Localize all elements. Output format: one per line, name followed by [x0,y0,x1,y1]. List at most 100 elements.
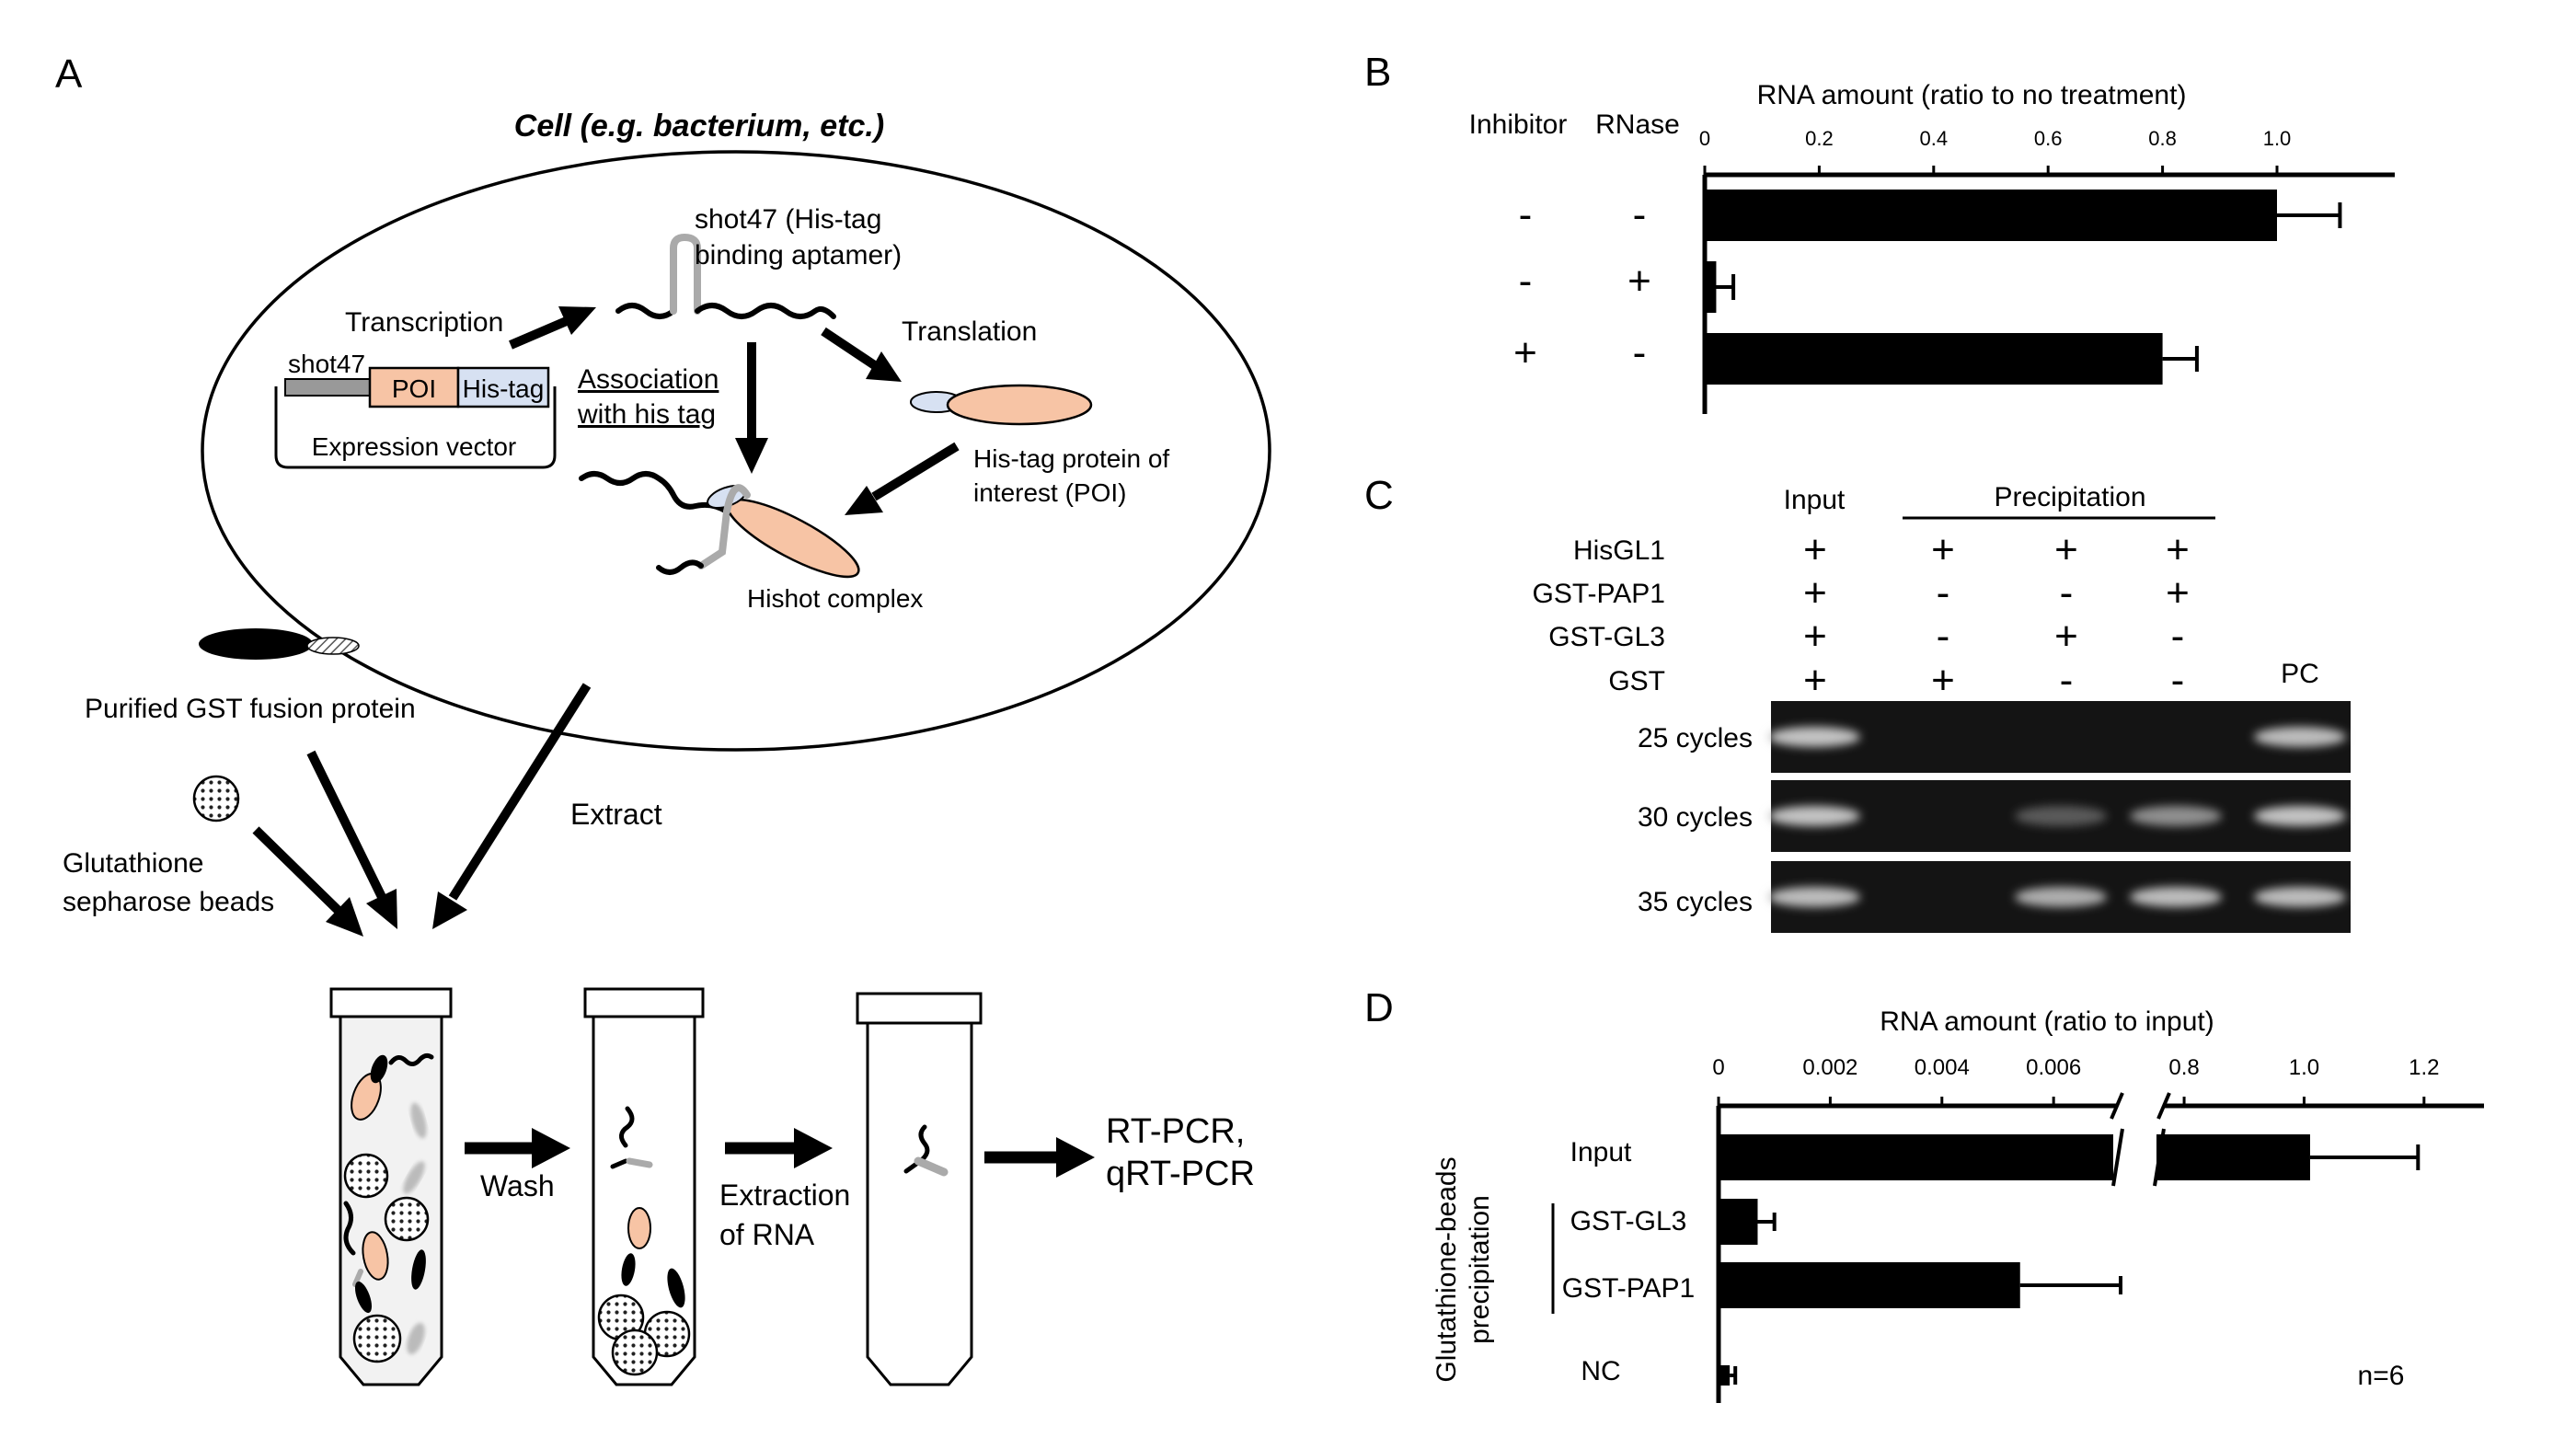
vector-shot47-label: shot47 [288,350,365,378]
tube-mixture-icon [329,987,453,1386]
chart-b-bar [1705,261,1717,313]
transcription-arrow-icon [509,306,596,350]
gel-band [1768,727,1860,747]
gel-35-cycles-label: 35 cycles [1638,887,1753,917]
row-hisgl1-label: HisGL1 [1573,535,1665,566]
tube-washed-icon [583,987,705,1386]
panel-a-label: A [55,52,83,97]
vector-his-label: His-tag [463,374,545,403]
aptamer-rna-icon [615,233,836,319]
sign-gst-pap1-input: + [1803,570,1827,615]
pc-lane-label: PC [2281,659,2319,689]
chart-d-tick-label: 1.2 [2409,1055,2439,1080]
aptamer-label-2: binding aptamer) [695,240,902,270]
binding-arrow-icon [845,442,960,515]
cell-title: Cell (e.g. bacterium, etc.) [514,109,884,144]
panel-b-label: B [1364,50,1391,95]
gst-protein-label: Purified GST fusion protein [85,694,416,724]
cell-boundary [201,150,1271,752]
gel-band [2254,887,2346,907]
chart-b-tick-label: 1.0 [2263,127,2292,150]
row3-rnase-sign: - [1633,330,1647,375]
panel-d-label: D [1364,985,1394,1030]
mixing-arrows-icon [252,683,592,937]
sign-gst-gl3-input: + [1803,614,1827,659]
beads-label-1: Glutathione [63,848,203,879]
gel-band [2015,887,2107,907]
chart-d-tick-label: 0.004 [1915,1055,1970,1080]
row3-inhibitor-sign: + [1513,330,1537,375]
tube-rna-icon [856,992,983,1386]
sign-gst-lane3: - [2060,658,2074,703]
gel-band [2254,727,2346,747]
association-label-1: Association [578,364,719,395]
extract-label: Extract [570,798,662,831]
chart-d-tick-label: 1.0 [2289,1055,2319,1080]
extraction-label-2: of RNA [719,1218,815,1251]
gel-images [1768,701,2351,933]
gel-band [1768,887,1860,907]
chart-d-tick-label: 0.8 [2168,1055,2199,1080]
vector-poi-label: POI [392,374,436,403]
chart-d-tick-label: 0.002 [1802,1055,1857,1080]
extraction-label-1: Extraction [719,1179,850,1212]
chart-d-bar [1719,1199,1758,1245]
chart-d-bar-break-mark [2153,1128,2166,1187]
sign-hisgl1-lane4: + [2166,527,2190,572]
gel-25-cycles-label: 25 cycles [1638,723,1753,753]
group-label-line2: precipitation [1465,1195,1495,1344]
group-label: Glutathione-beads precipitation [1432,1156,1495,1382]
chart-b-tick-label: 0.8 [2148,127,2177,150]
category-nc-label: NC [1581,1356,1620,1386]
row2-inhibitor-sign: - [1519,259,1533,304]
inhibitor-column-header: Inhibitor [1469,109,1568,140]
chart-d-bar [1719,1134,2113,1180]
chart-d-title: RNA amount (ratio to input) [1880,1006,2214,1037]
chart-d-bar-break-mark [2111,1128,2124,1187]
rtpcr-label-2: qRT-PCR [1106,1155,1255,1193]
row-gst-pap1-label: GST-PAP1 [1533,579,1666,609]
chart-b-tick-label: 0 [1699,127,1710,150]
association-arrow-icon [735,342,768,474]
chart-b-tick-label: 0.4 [1920,127,1949,150]
his-tag-protein-icon [910,384,1093,426]
category-gst-pap1-label: GST-PAP1 [1562,1273,1696,1304]
gst-fusion-protein-icon [199,628,360,660]
sign-gst-pap1-lane2: - [1937,570,1950,615]
group-label-line1: Glutathione-beads [1432,1156,1462,1382]
panel-a: A Cell (e.g. bacterium, etc.) shot47 (Hi… [55,52,1271,1386]
sign-gst-gl3-lane4: - [2171,614,2185,659]
panel-c-label: C [1364,473,1394,518]
sign-gst-pap1-lane3: - [2060,570,2074,615]
input-header: Input [1784,485,1846,515]
sign-gst-lane4: - [2171,658,2185,703]
panel-d: D RNA amount (ratio to input) Input GST-… [1364,985,2484,1403]
rtpcr-arrow-icon [984,1137,1095,1178]
sign-gst-pap1-lane4: + [2166,570,2190,615]
sign-hisgl1-input: + [1803,527,1827,572]
chart-b-title: RNA amount (ratio to no treatment) [1757,80,2187,110]
expression-vector [274,366,557,469]
category-input-label: Input [1570,1137,1632,1167]
poi-label-1: His-tag protein of [973,444,1169,473]
chart-b-bar [1705,333,2163,385]
n-label: n=6 [2358,1361,2405,1391]
row-gst-label: GST [1608,666,1665,696]
row1-rnase-sign: - [1633,192,1647,237]
aptamer-label-1: shot47 (His-tag [695,204,881,235]
vector-caption: Expression vector [312,432,517,461]
translation-label: Translation [902,316,1037,347]
category-gst-gl3-label: GST-GL3 [1570,1206,1687,1236]
chart-d-tick-label: 0.006 [2026,1055,2081,1080]
chart-d-axis-break-mark [2110,1092,2124,1120]
gel-band [2130,887,2222,907]
sign-gst-gl3-lane2: - [1937,614,1950,659]
gel-band [2130,806,2222,826]
wash-arrow-icon [465,1128,570,1168]
row-gst-gl3-label: GST-GL3 [1548,622,1665,652]
chart-b-tick-label: 0.2 [1805,127,1834,150]
extraction-arrow-icon [725,1128,833,1168]
